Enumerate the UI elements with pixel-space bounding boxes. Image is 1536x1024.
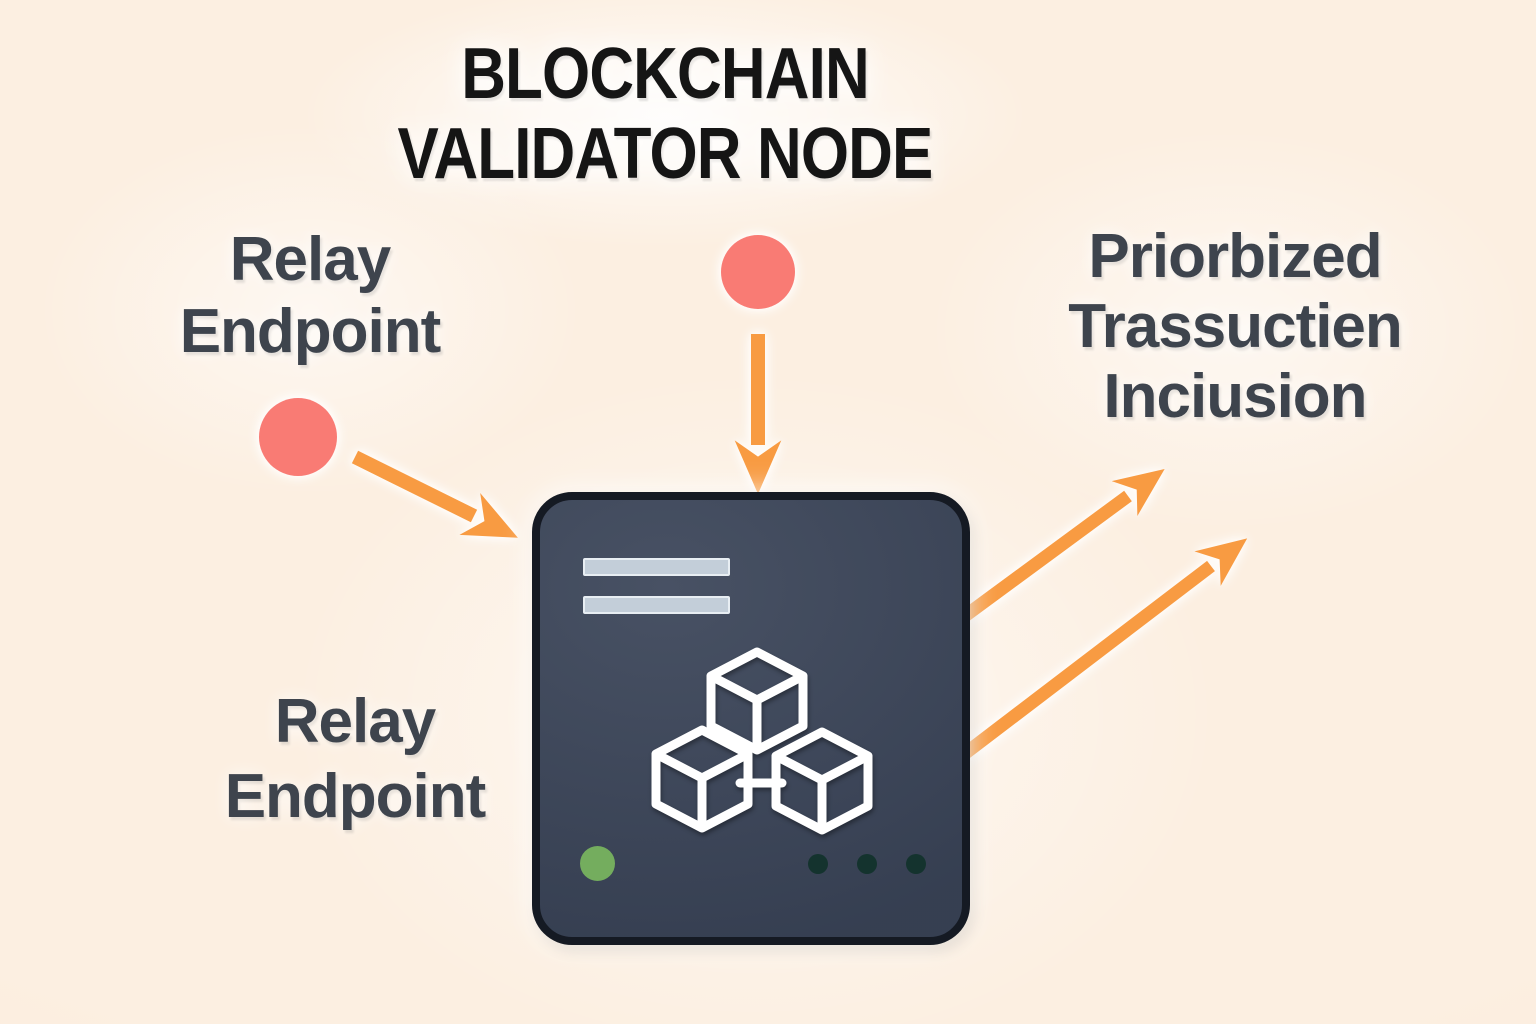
arrow-node-to-inclusion-2	[946, 538, 1248, 771]
cube-top	[706, 647, 808, 755]
arrow-relay-left-to-node	[351, 450, 518, 538]
server-slot-bar	[583, 596, 730, 614]
label-relay-endpoint-top: Relay Endpoint	[130, 224, 490, 368]
relay-dot-left	[259, 398, 337, 476]
blockchain-cubes-icon	[651, 647, 873, 835]
label-line: Relay	[229, 225, 391, 294]
page-title-line: VALIDATOR NODE	[397, 114, 934, 194]
label-relay-endpoint-bottom: Relay Endpoint	[172, 684, 538, 834]
indicator-dot	[857, 854, 877, 874]
label-line: Relay	[274, 687, 436, 756]
cube-bottom-right	[771, 727, 873, 835]
cube-bottom-left	[651, 725, 753, 833]
relay-dot-top	[721, 235, 795, 309]
label-line: Endpoint	[224, 762, 487, 831]
arrow-node-to-inclusion-1	[946, 469, 1165, 633]
server-slot-bar	[583, 558, 730, 576]
label-line: Endpoint	[179, 297, 442, 366]
indicator-dot	[906, 854, 926, 874]
validator-node-box	[532, 492, 970, 945]
indicator-dot	[808, 854, 828, 874]
label-line: Inciusion	[1103, 362, 1367, 431]
label-line: Trassuctien	[1068, 292, 1403, 361]
page-title-line: BLOCKCHAIN	[461, 34, 869, 114]
label-line: Priorbized	[1088, 222, 1382, 291]
page-title: BLOCKCHAIN VALIDATOR NODE	[308, 34, 1022, 194]
green-status-led	[580, 846, 615, 881]
label-prioritized-transaction-inclusion: Priorbized Trassuctien Inciusion	[1035, 222, 1435, 432]
